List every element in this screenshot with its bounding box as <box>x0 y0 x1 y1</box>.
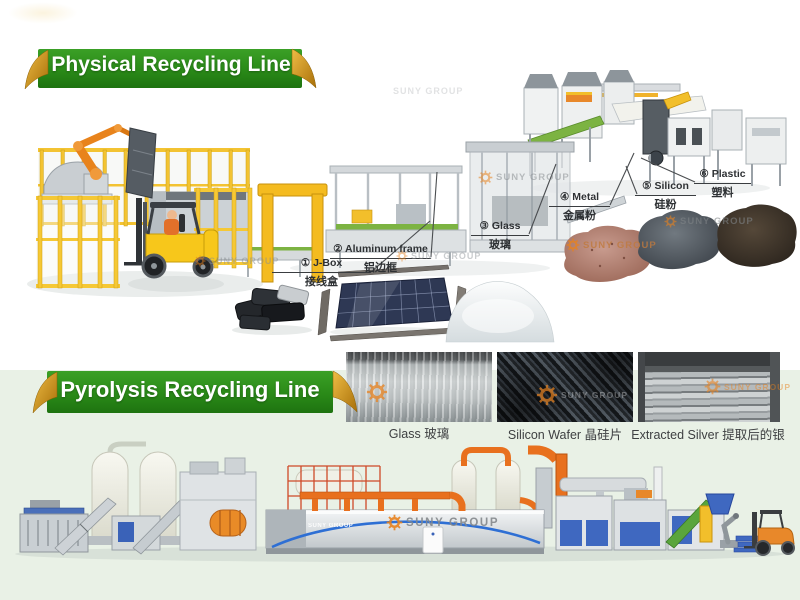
pyrolysis-line-title: Pyrolysis Recycling Line <box>60 377 320 402</box>
gear-icon <box>396 250 408 262</box>
physical-line-title: Physical Recycling Line <box>51 53 291 76</box>
product-metal-pile <box>564 225 651 282</box>
callout-silicon-label-zh: 硅粉 <box>654 199 677 211</box>
callout-aluminum-label-en: ② Aluminum frame <box>330 243 431 259</box>
watermark: SUNY GROUP <box>393 86 463 96</box>
gear-icon <box>536 384 558 406</box>
photo-silicon-wafer <box>497 352 633 422</box>
watermark: SUNY GROUP <box>566 238 657 252</box>
product-jbox <box>232 284 312 335</box>
callout-jbox-label-en: ① J-Box <box>272 257 371 273</box>
physical-line-banner-ribbon <box>24 48 317 90</box>
callout-glass-label-en: ③ Glass <box>471 220 529 236</box>
watermark-text: SUNY GROUP <box>308 523 354 529</box>
watermark-text: SUNY GROUP <box>724 381 791 392</box>
gear-icon <box>386 514 403 531</box>
watermark: SUNY GROUP <box>396 250 481 262</box>
watermark-text: SUNY GROUP <box>411 251 482 261</box>
watermark: SUNY GROUP <box>536 384 628 406</box>
callout-plastic-label-en: ⑥ Plastic <box>694 168 751 184</box>
callout-aluminum-frame: ② Aluminum frame 铝边框 <box>330 243 431 274</box>
forklift-orange <box>744 510 795 556</box>
pyrolysis-line-banner-ribbon <box>32 370 358 414</box>
gear-icon <box>704 378 721 395</box>
incline-conveyor-1 <box>54 497 117 556</box>
pyrolysis-unit-left <box>179 457 257 551</box>
watermark: SUNY GROUP <box>478 170 570 185</box>
watermark-text: SUNY GROUP <box>680 216 754 227</box>
callout-glass-label-zh: 玻璃 <box>489 239 511 251</box>
watermark-text: SUNY GROUP <box>583 239 657 251</box>
watermark-machine-logo: SUNY GROUP <box>386 514 499 531</box>
small-robot-arm <box>720 513 739 548</box>
gear-icon <box>478 170 493 185</box>
conveyor-modules <box>239 141 627 277</box>
watermark-text: SUNY GROUP <box>406 516 500 529</box>
callout-leader-lines <box>370 152 696 273</box>
front-fence <box>36 187 253 289</box>
forklift <box>124 198 224 292</box>
callout-metal-label-en: ④ Metal <box>549 191 610 207</box>
product-plastic-pile <box>717 204 797 267</box>
callout-glass: ③ Glass 玻璃 <box>471 220 529 251</box>
main-pyrolysis-body <box>265 491 545 554</box>
watermark: SUNY GROUP <box>664 215 754 228</box>
callout-plastic: ⑥ Plastic 塑料 <box>694 168 751 199</box>
gear-icon <box>366 381 388 403</box>
callout-metal-label-zh: 金属粉 <box>563 210 596 222</box>
portal-arch <box>257 183 328 283</box>
callout-jbox: ① J-Box 接线盒 <box>272 257 371 288</box>
caption-extracted-silver: Extracted Silver 提取后的银 <box>631 428 785 442</box>
callout-aluminum-label-zh: 铝边框 <box>364 262 397 274</box>
watermark-text: SUNY GROUP <box>393 86 464 96</box>
watermark-text: SUNY GROUP <box>561 390 628 400</box>
right-machines <box>555 466 735 551</box>
watermark: SUNY GROUP <box>194 255 279 267</box>
watermark-text: SUNY GROUP <box>209 256 280 266</box>
caption-glass: Glass 玻璃 <box>388 427 450 441</box>
watermark-text: SUNY GROUP <box>496 172 570 183</box>
product-glass-pile <box>445 281 555 343</box>
gear-icon <box>664 215 677 228</box>
faded-watermark-smudge <box>8 2 78 24</box>
callout-plastic-label-zh: 塑料 <box>711 187 734 199</box>
callout-jbox-label-zh: 接线盒 <box>305 276 338 288</box>
callout-metal: ④ Metal 金属粉 <box>549 191 610 222</box>
separation-plant <box>523 70 787 186</box>
physical-line-machinery <box>27 70 797 343</box>
callout-silicon: ⑤ Silicon 硅粉 <box>635 180 696 211</box>
callout-silicon-label-en: ⑤ Silicon <box>635 180 696 196</box>
robot-arm <box>73 124 157 199</box>
red-scaffold <box>287 465 381 513</box>
product-silicon-pile <box>638 210 720 270</box>
watermark <box>366 381 388 403</box>
gear-icon <box>194 255 206 267</box>
gear-icon <box>566 238 580 252</box>
pyrolysis-line-machinery <box>15 441 795 562</box>
watermark: SUNY GROUP <box>704 378 791 395</box>
watermark-machine-logo-small: SUNY GROUP <box>308 523 353 529</box>
caption-silicon-wafer: Silicon Wafer 晶硅片 <box>507 428 623 442</box>
